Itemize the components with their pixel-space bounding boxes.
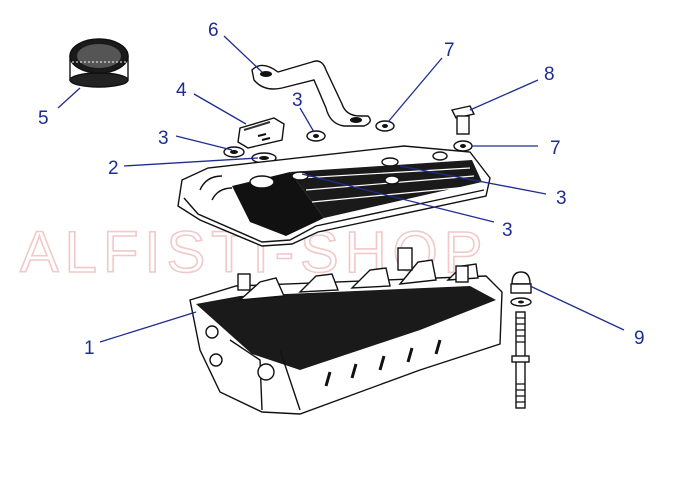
callout-8: 8 xyxy=(544,64,555,85)
callout-7-a: 7 xyxy=(444,40,455,61)
callout-6: 6 xyxy=(208,20,219,41)
bracket xyxy=(251,60,371,127)
callout-1: 1 xyxy=(84,338,95,359)
callout-3-b: 3 xyxy=(292,90,303,111)
leader-lines xyxy=(57,35,625,343)
valve-cover xyxy=(177,145,491,247)
callout-3-d: 3 xyxy=(502,220,513,241)
breather xyxy=(237,117,285,149)
cylinder-head xyxy=(189,247,503,415)
plug xyxy=(450,105,476,135)
oil-filler-cap xyxy=(69,38,129,88)
callout-5: 5 xyxy=(38,108,49,129)
stud-and-cap-nut xyxy=(510,271,532,409)
callout-9: 9 xyxy=(634,328,645,349)
callout-7-b: 7 xyxy=(550,138,561,159)
callout-2: 2 xyxy=(108,158,119,179)
callout-3-c: 3 xyxy=(556,188,567,209)
callout-3-a: 3 xyxy=(158,128,169,149)
callout-4: 4 xyxy=(176,80,187,101)
